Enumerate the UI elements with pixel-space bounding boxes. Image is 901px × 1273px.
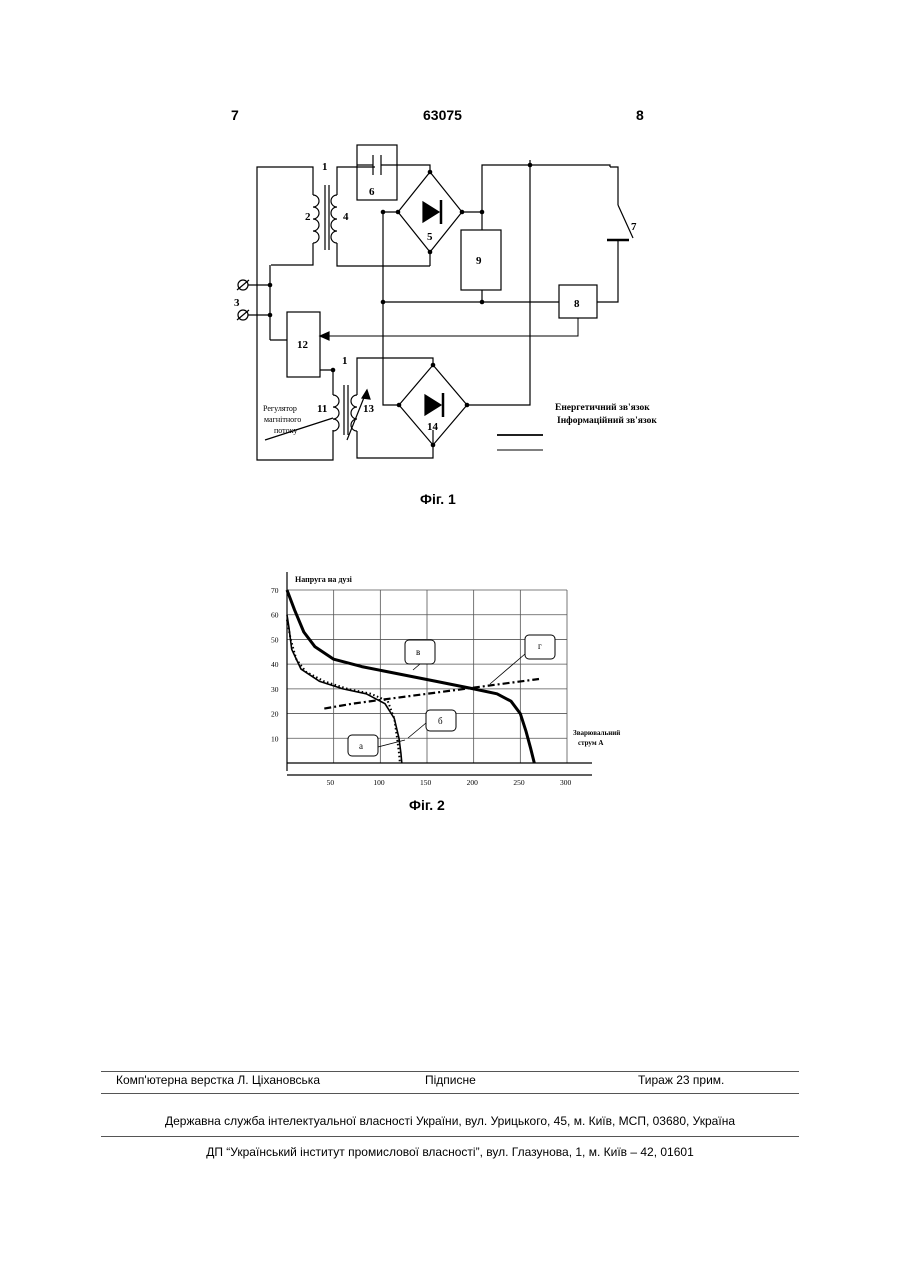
coil-4 (331, 195, 337, 243)
label-13: 13 (363, 403, 375, 415)
x-axis-label-2: струм А (578, 739, 603, 747)
label-1-bottom: 1 (342, 355, 348, 367)
page-number-left: 7 (231, 107, 239, 123)
label-4: 4 (343, 211, 349, 223)
footer-layout: Комп'ютерна верстка Л. Ціхановська (116, 1073, 320, 1087)
series-line-3 (324, 679, 539, 709)
label-3: 3 (234, 297, 240, 309)
legend-info: Інформаційний зв'язок (557, 415, 657, 426)
callout-a-label: а (359, 741, 363, 751)
series-line-1 (287, 620, 400, 763)
x-tick-label: 300 (560, 778, 572, 787)
volt-ampere-chart: 10 20 30 40 50 60 70 50 100 150 200 250 300 Напруга … (245, 560, 645, 790)
regulator-line-3: потоку (274, 426, 297, 435)
patent-number: 63075 (423, 107, 462, 123)
circuit-diagram: 1 2 3 4 5 6 7 8 9 11 12 13 14 1 Регулято… (225, 140, 695, 470)
x-tick-label: 100 (373, 778, 385, 787)
y-tick-label: 20 (271, 710, 279, 719)
footer-rule-2 (101, 1093, 799, 1094)
label-1-top: 1 (322, 161, 328, 173)
legend-energy: Енергетичний зв'язок (555, 402, 650, 413)
label-11: 11 (317, 403, 327, 415)
footer-print-run: Тираж 23 прим. (638, 1073, 724, 1087)
label-9: 9 (476, 255, 482, 267)
label-12: 12 (297, 339, 309, 351)
x-axis-label-1: Зварювальний (573, 729, 620, 737)
y-tick-label: 60 (271, 611, 279, 620)
coil-13 (351, 395, 357, 431)
figure-2-caption: Фіг. 2 (409, 797, 445, 813)
y-tick-label: 70 (271, 586, 279, 595)
coil-2 (313, 195, 319, 243)
y-tick-label: 40 (271, 660, 279, 669)
x-tick-label: 200 (467, 778, 479, 787)
callout-v-label: в (416, 647, 420, 657)
regulator-line-1: Регулятор (263, 404, 297, 413)
footer-signed: Підписне (425, 1073, 476, 1087)
footer-org-2: ДП “Український інститут промислової вла… (101, 1145, 799, 1159)
label-2: 2 (305, 211, 311, 223)
y-tick-label: 30 (271, 685, 279, 694)
label-8: 8 (574, 298, 580, 310)
y-tick-label: 50 (271, 635, 279, 644)
x-tick-label: 50 (327, 778, 335, 787)
page-number-right: 8 (636, 107, 644, 123)
callout-b-label: б (438, 716, 443, 726)
x-tick-label: 150 (420, 778, 432, 787)
y-axis-label: Напруга на дузі (295, 575, 353, 584)
callout-g-label: г (538, 641, 542, 651)
figure-1-caption: Фіг. 1 (420, 491, 456, 507)
callout-a-box (348, 735, 378, 756)
footer-rule-3 (101, 1136, 799, 1137)
label-5: 5 (427, 231, 433, 243)
footer-rule-1 (101, 1071, 799, 1072)
coil-11 (333, 395, 339, 431)
x-tick-label: 250 (513, 778, 525, 787)
series-line-2 (287, 590, 534, 763)
label-7: 7 (631, 221, 637, 233)
label-6: 6 (369, 186, 375, 198)
footer-org-1: Державна служба інтелектуальної власност… (101, 1114, 799, 1128)
regulator-line-2: магнітного (264, 415, 301, 424)
y-tick-label: 10 (271, 734, 279, 743)
label-14: 14 (427, 421, 439, 433)
